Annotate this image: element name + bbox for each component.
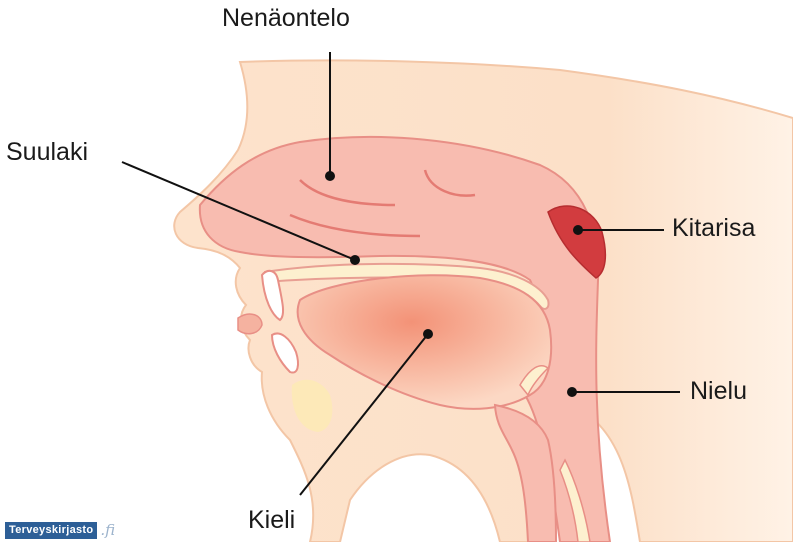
lips [238,314,262,334]
adenoid-dot [573,225,583,235]
nasal-cavity-dot [325,171,335,181]
nasal-cavity-label: Nenäontelo [222,6,350,31]
terveyskirjasto-logo: Terveyskirjasto .fi [5,521,115,539]
pharynx-label: Nielu [690,379,747,404]
logo-suffix: .fi [100,521,115,539]
palate-dot [350,255,360,265]
tongue-dot [423,329,433,339]
logo-wordmark: Terveyskirjasto [5,522,97,539]
adenoid-label: Kitarisa [672,216,755,241]
palate-label: Suulaki [6,140,88,165]
tongue-label: Kieli [248,508,295,533]
pharynx-dot [567,387,577,397]
